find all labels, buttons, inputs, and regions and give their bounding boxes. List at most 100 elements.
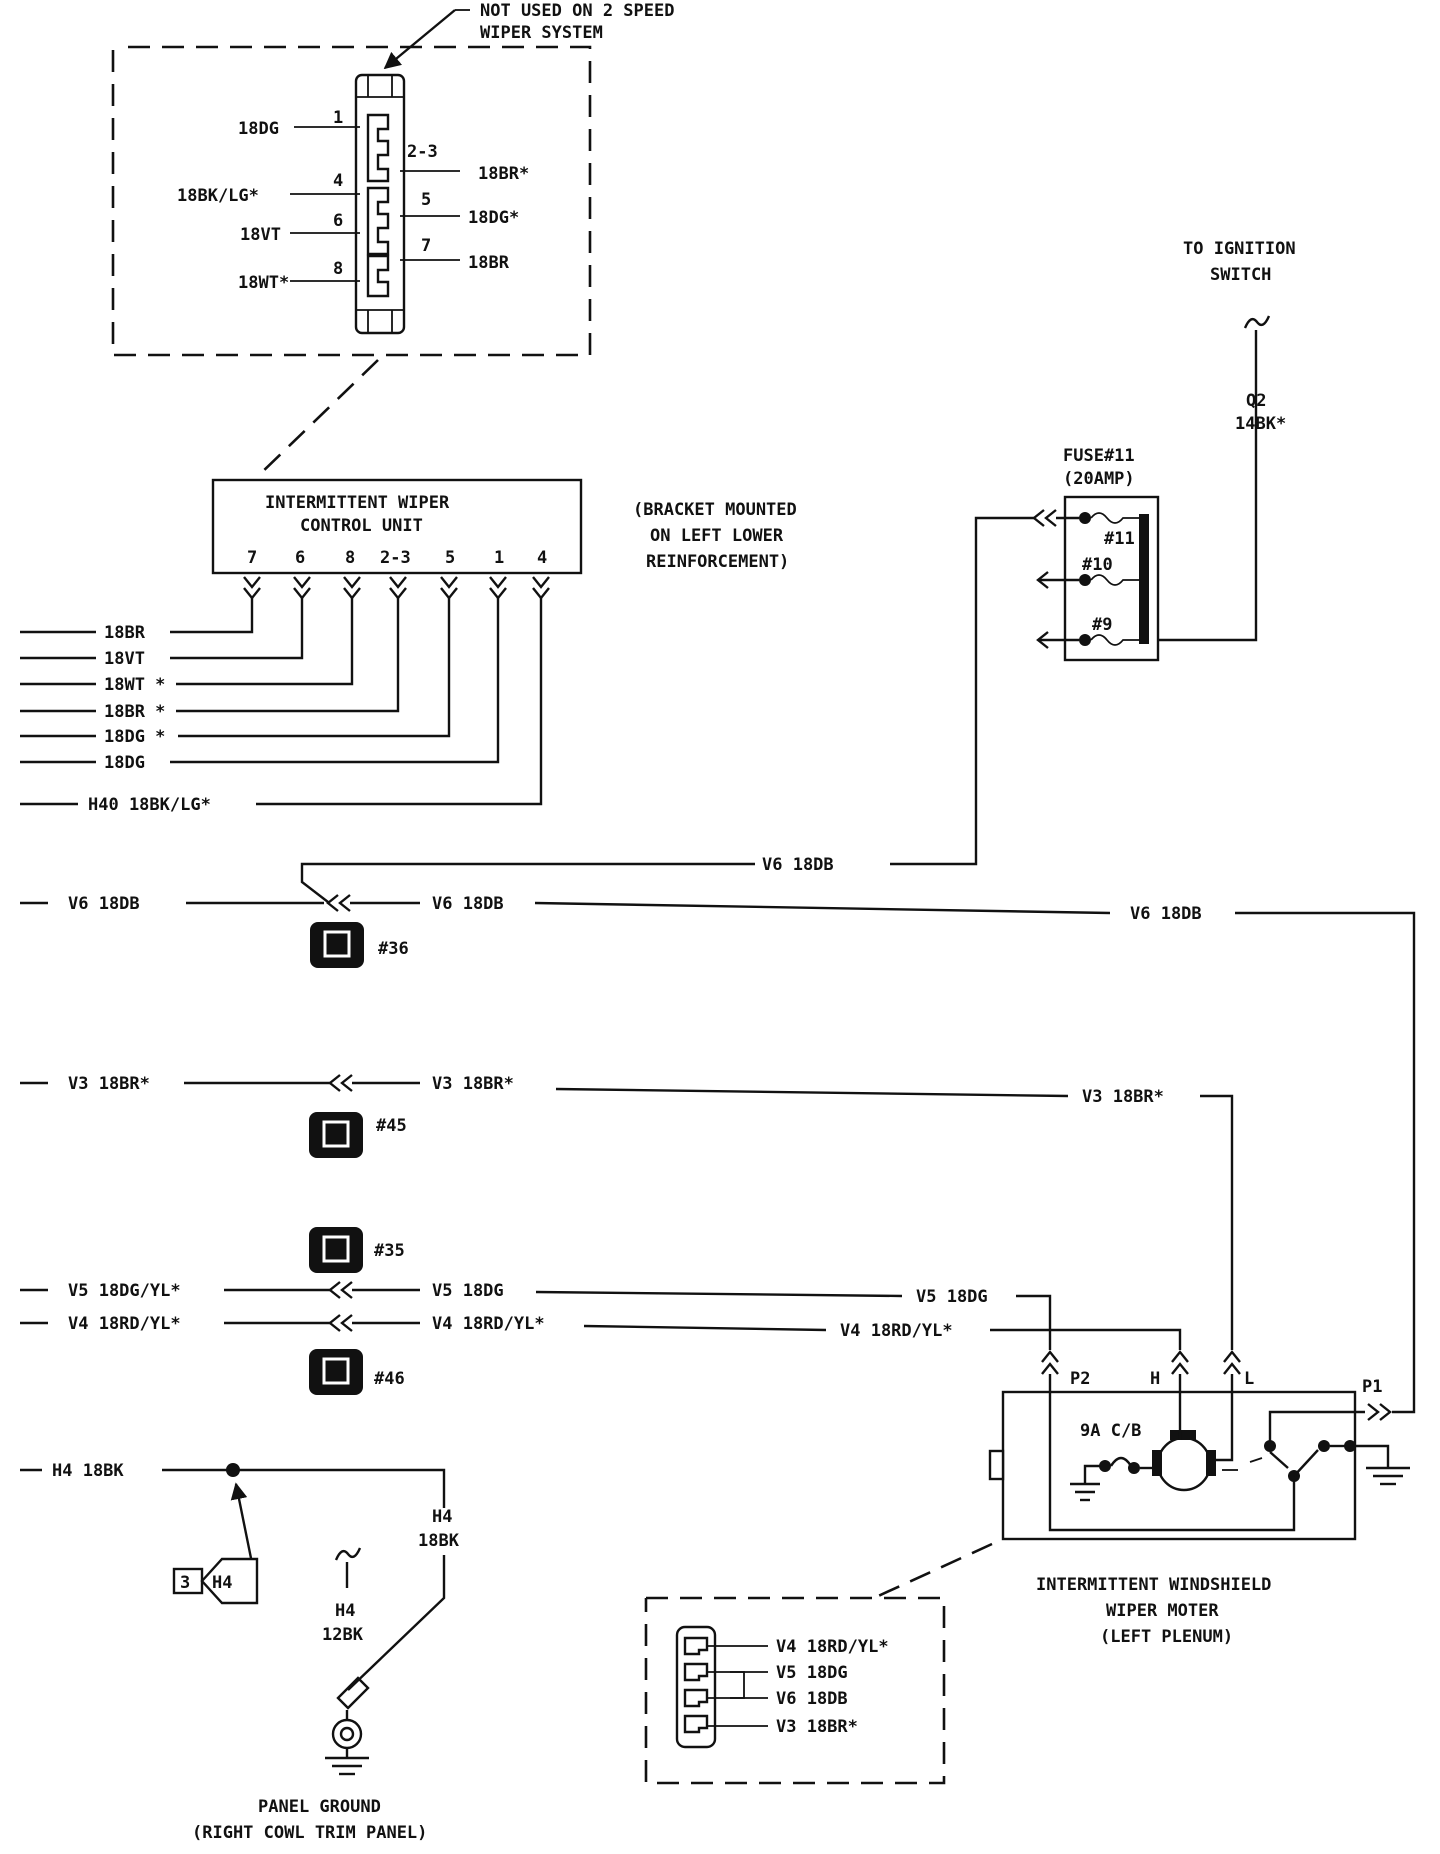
- cu-pin-label: 6: [295, 548, 305, 568]
- v3-mid-label: V3 18BR*: [432, 1074, 514, 1094]
- fuse-title-1: FUSE#11: [1063, 446, 1135, 466]
- v6-feed-label: V6 18DB: [762, 855, 834, 875]
- cu-pin-label: 4: [537, 548, 547, 568]
- connector-45-label: #45: [376, 1116, 407, 1136]
- ignition-feed: TO IGNITION SWITCH Q2 14BK*: [1147, 239, 1296, 642]
- v5-mid-label: V5 18DG: [432, 1281, 504, 1301]
- v6-mid-label: V6 18DB: [432, 894, 504, 914]
- motor-title-2: WIPER MOTER: [1106, 1601, 1219, 1621]
- connector-45-row: V3 18BR* V3 18BR* V3 18BR* #45: [20, 1074, 1234, 1350]
- control-unit: INTERMITTENT WIPER CONTROL UNIT 7 6 8 2-…: [20, 478, 797, 815]
- pin-6-number: 6: [333, 211, 343, 231]
- fuse-title-2: (20AMP): [1063, 469, 1135, 489]
- v6-left-label: V6 18DB: [68, 894, 140, 914]
- ground-label-2: (RIGHT COWL TRIM PANEL): [192, 1823, 427, 1843]
- motor-conn-pin-3: V6 18DB: [776, 1689, 848, 1709]
- cu-pin-label: 8: [345, 548, 355, 568]
- motor-title-3: (LEFT PLENUM): [1100, 1627, 1233, 1647]
- pin-4-wire: 18BK/LG*: [177, 186, 259, 206]
- pin-7-wire: 18BR: [468, 253, 510, 273]
- mount-note-1: (BRACKET MOUNTED: [633, 500, 797, 520]
- fuse-block: FUSE#11 (20AMP) #11 #10 #9: [1032, 446, 1160, 662]
- h4-wire: 18BK: [418, 1531, 460, 1551]
- control-unit-title-2: CONTROL UNIT: [300, 516, 423, 536]
- cu-pin-label: 7: [247, 548, 257, 568]
- pin-1-number: 1: [333, 108, 343, 128]
- terminal-l: L: [1244, 1369, 1254, 1389]
- cu-wire-label: H40 18BK/LG*: [88, 795, 211, 815]
- wiper-motor: P2 H L P1 9A C/B: [988, 1350, 1410, 1647]
- pin-2-3-wire: 18BR*: [478, 164, 529, 184]
- v4-row: V4 18RD/YL* V4 18RD/YL* V4 18RD/YL* #46: [20, 1314, 1182, 1395]
- ignition-wire: 14BK*: [1235, 414, 1286, 434]
- h4-left-label: H4 18BK: [52, 1461, 124, 1481]
- fuse-9-label: #9: [1092, 615, 1112, 635]
- connector-46-icon: [309, 1349, 363, 1395]
- pin-1-wire: 18DG: [238, 119, 279, 139]
- ignition-circuit: Q2: [1246, 391, 1266, 411]
- cu-pin-label: 1: [494, 548, 504, 568]
- motor-conn-pin-4: V3 18BR*: [776, 1717, 858, 1737]
- connector-45-icon: [309, 1112, 363, 1158]
- callout-note-line2: WIPER SYSTEM: [480, 23, 603, 43]
- v5-row: V5 18DG/YL* V5 18DG V5 18DG: [20, 1281, 1052, 1350]
- pin-8-wire: 18WT*: [238, 273, 289, 293]
- connector-35-label: #35: [374, 1241, 405, 1261]
- h4-circuit: H4: [432, 1507, 452, 1527]
- terminal-p1: P1: [1362, 1377, 1382, 1397]
- v4-right-label: V4 18RD/YL*: [840, 1321, 953, 1341]
- v5-left-label: V5 18DG/YL*: [68, 1281, 181, 1301]
- motor-title-1: INTERMITTENT WINDSHIELD: [1036, 1575, 1271, 1595]
- v3-left-label: V3 18BR*: [68, 1074, 150, 1094]
- connector-36-row: V6 18DB V6 18DB V6 18DB #36: [20, 894, 1416, 1414]
- top-connector-detail: NOT USED ON 2 SPEED WIPER SYSTEM 18DG 1 …: [111, 1, 674, 357]
- ignition-label-2: SWITCH: [1210, 265, 1271, 285]
- h4b-circuit: H4: [335, 1601, 355, 1621]
- v3-right-label: V3 18BR*: [1082, 1087, 1164, 1107]
- pin-7-number: 7: [421, 236, 431, 256]
- terminal-p2: P2: [1070, 1369, 1090, 1389]
- connector-36-label: #36: [378, 939, 409, 959]
- h4b-wire: 12BK: [322, 1625, 364, 1645]
- mount-note-2: ON LEFT LOWER: [650, 526, 784, 546]
- circuit-breaker-label: 9A C/B: [1080, 1421, 1141, 1441]
- cu-wire-label: 18DG *: [104, 727, 165, 747]
- v6-feed: V6 18DB: [300, 516, 1034, 903]
- pin-8-number: 8: [333, 259, 343, 279]
- connector-36-icon: [310, 922, 364, 968]
- cu-pin-label: 2-3: [380, 548, 411, 568]
- terminal-h: H: [1150, 1369, 1160, 1389]
- ignition-label-1: TO IGNITION: [1183, 239, 1296, 259]
- pin-5-wire: 18DG*: [468, 208, 519, 228]
- pin-6-wire: 18VT: [240, 225, 281, 245]
- v4-mid-label: V4 18RD/YL*: [432, 1314, 545, 1334]
- connector-35-icon: [309, 1227, 363, 1273]
- cu-wire-label: 18BR: [104, 623, 146, 643]
- cu-wire-label: 18BR *: [104, 702, 165, 722]
- v5-right-label: V5 18DG: [916, 1287, 988, 1307]
- callout-note-line1: NOT USED ON 2 SPEED: [480, 1, 674, 21]
- connector-46-label: #46: [374, 1369, 405, 1389]
- h4-ground: H4 18BK H4 18BK 3 H4 H4 12BK PANEL GROUN…: [20, 1461, 460, 1843]
- fuse-11-label: #11: [1104, 529, 1135, 549]
- pin-4-number: 4: [333, 171, 343, 191]
- mount-note-3: REINFORCEMENT): [646, 552, 789, 572]
- fuse-10-label: #10: [1082, 555, 1113, 575]
- cu-wire-label: 18VT: [104, 649, 145, 669]
- cu-wire-label: 18WT *: [104, 675, 165, 695]
- cu-wire-label: 18DG: [104, 753, 145, 773]
- motor-conn-pin-1: V4 18RD/YL*: [776, 1637, 889, 1657]
- splice-number: 3: [180, 1573, 190, 1593]
- cu-pin-label: 5: [445, 548, 455, 568]
- splice-label: H4: [212, 1573, 232, 1593]
- motor-connector-detail: V4 18RD/YL* V5 18DG V6 18DB V3 18BR*: [644, 1596, 946, 1785]
- ground-label-1: PANEL GROUND: [258, 1797, 381, 1817]
- control-unit-title-1: INTERMITTENT WIPER: [265, 493, 450, 513]
- pin-2-3-number: 2-3: [407, 142, 438, 162]
- connector-35: #35: [309, 1227, 405, 1273]
- motor-conn-pin-2: V5 18DG: [776, 1663, 848, 1683]
- pin-5-number: 5: [421, 190, 431, 210]
- v6-right-label: V6 18DB: [1130, 904, 1202, 924]
- v4-left-label: V4 18RD/YL*: [68, 1314, 181, 1334]
